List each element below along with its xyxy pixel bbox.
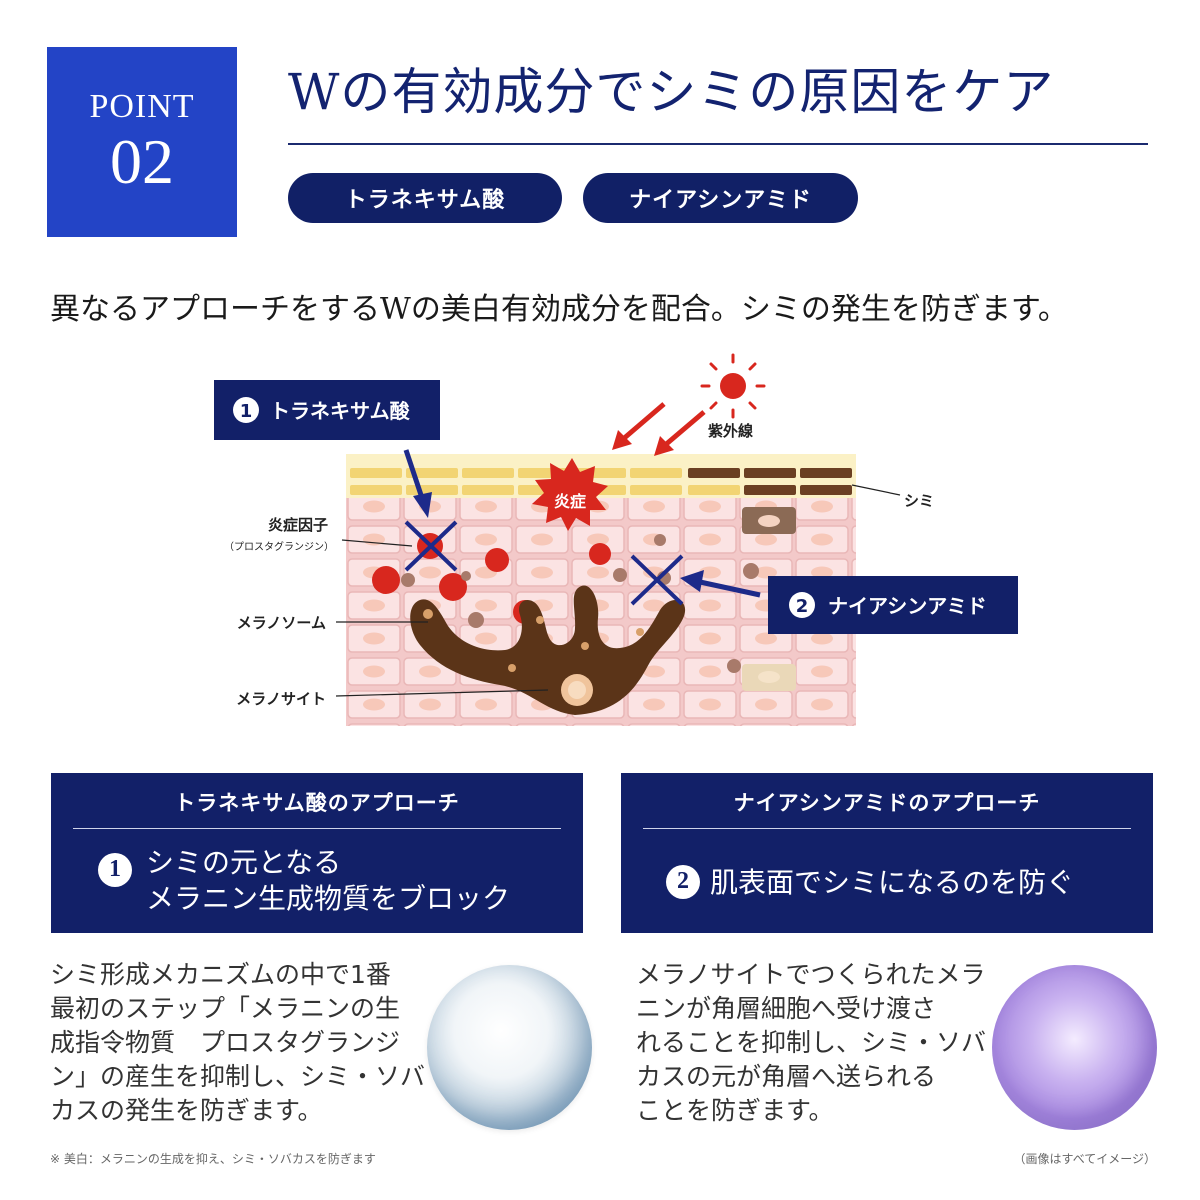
purple-molecule-orb-image — [992, 965, 1157, 1130]
desc1-line: ン」の産生を抑制し、シミ・ソバ — [50, 1062, 426, 1091]
block-mark-2 — [630, 554, 684, 606]
uv-arrows — [612, 402, 706, 456]
ingredient-pill-tranexamic: トラネキサム酸 — [288, 173, 562, 223]
approach1-body: 1 シミの元となる メラニン生成物質をブロック — [98, 845, 511, 918]
skin-mechanism-diagram: 紫外線 炎症 — [0, 350, 1200, 750]
block-mark-1 — [404, 520, 458, 572]
prostaglandin-label: （プロスタグランジン） — [224, 540, 334, 553]
approach2-body: 2 肌表面でシミになるのを防ぐ — [666, 864, 1075, 902]
melanocyte-shape — [410, 585, 686, 715]
desc1-line: カスの発生を防ぎます。 — [50, 1096, 323, 1125]
approach2-heading: ナイアシンアミドのアプローチ — [733, 791, 1041, 815]
inflammation-factor-label: 炎症因子 — [268, 516, 328, 534]
description-niacinamide: メラノサイトでつくられたメラ ニンが角層細胞へ受け渡さ れることを抑制し、シミ・… — [636, 958, 986, 1128]
melanocyte-label: メラノサイト — [236, 690, 326, 708]
uv-label: 紫外線 — [708, 422, 753, 440]
arrow-niacinamide — [680, 570, 761, 598]
approach2-divider — [643, 828, 1131, 829]
point-badge: POINT 02 — [47, 47, 237, 237]
approach1-divider — [73, 828, 561, 829]
page-title: Wの有効成分でシミの原因をケア — [288, 63, 1055, 121]
lead-text: 異なるアプローチをするWの美白有効成分を配合。シミの発生を防ぎます。 — [50, 292, 1068, 327]
footnote-image-note: （画像はすべてイメージ） — [1013, 1152, 1156, 1166]
melanosome-label: メラノソーム — [237, 614, 326, 632]
desc1-line: 成指令物質 プロスタグランジ — [50, 1028, 401, 1057]
diagram-svg: 紫外線 炎症 — [214, 353, 1018, 726]
desc2-line: カスの元が角層へ送られる — [636, 1062, 937, 1091]
sun-icon — [700, 353, 766, 419]
arrow-tranexamic — [403, 449, 432, 518]
point-number: 02 — [110, 126, 174, 197]
approach1-heading: トラネキサム酸のアプローチ — [174, 791, 460, 815]
approach-panel-niacinamide: ナイアシンアミドのアプローチ 2 肌表面でシミになるのを防ぐ — [621, 773, 1153, 933]
clear-serum-orb-image — [427, 965, 592, 1130]
desc2-line: ことを防ぎます。 — [636, 1096, 834, 1125]
inflammation-label: 炎症 — [554, 492, 586, 511]
title-divider — [288, 143, 1148, 145]
desc2-line: メラノサイトでつくられたメラ — [636, 960, 986, 989]
point-label: POINT — [89, 88, 195, 125]
desc1-line: 最初のステップ「メラニンの生 — [50, 994, 401, 1023]
footnote-whitening: ※ 美白：メラニンの生成を抑え、シミ・ソバカスを防ぎます — [50, 1152, 376, 1166]
tag2-number: 2 — [796, 596, 809, 617]
corneum-cells — [350, 468, 852, 495]
approach2-line1: 肌表面でシミになるのを防ぐ — [710, 866, 1075, 899]
approach1-line2: メラニン生成物質をブロック — [146, 882, 511, 916]
approach1-number: 1 — [98, 853, 132, 887]
tag2-label: ナイアシンアミド — [828, 594, 987, 618]
desc2-line: ニンが角層細胞へ受け渡さ — [636, 994, 937, 1023]
tag1-label: トラネキサム酸 — [270, 399, 411, 423]
desc1-line: シミ形成メカニズムの中で1番 — [50, 960, 391, 989]
ingredient-pill-niacinamide: ナイアシンアミド — [583, 173, 858, 223]
tag1-number: 1 — [240, 401, 253, 422]
leader-lines — [335, 484, 901, 697]
approach1-line1: シミの元となる — [146, 846, 342, 879]
inflammation-burst-icon — [532, 458, 608, 531]
approach2-number: 2 — [666, 864, 700, 899]
desc2-line: れることを抑制し、シミ・ソバ — [636, 1028, 987, 1057]
description-tranexamic: シミ形成メカニズムの中で1番 最初のステップ「メラニンの生 成指令物質 プロスタ… — [50, 958, 430, 1128]
spot-label: シミ — [904, 492, 934, 510]
approach-panel-tranexamic: トラネキサム酸のアプローチ 1 シミの元となる メラニン生成物質をブロック — [51, 773, 583, 933]
